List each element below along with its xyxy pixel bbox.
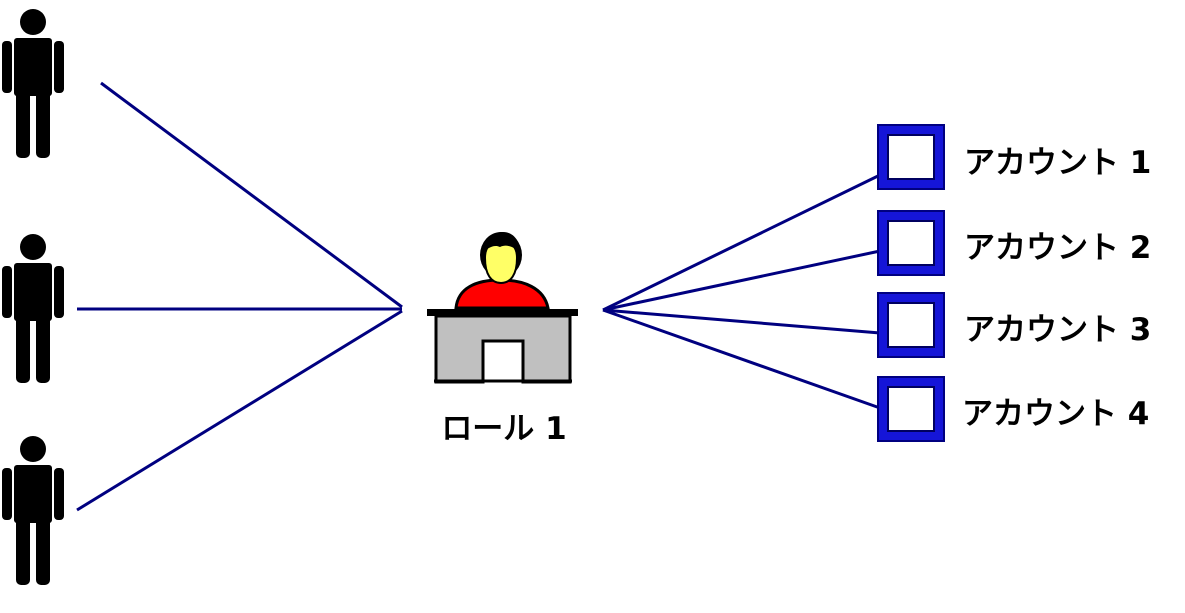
account-box-icon [877, 210, 945, 276]
connector-user-3 [76, 309, 403, 512]
user-connectors [76, 81, 403, 512]
role-figure [427, 232, 578, 384]
connector-account-1 [602, 173, 881, 312]
account-item-2: アカウント 2 [877, 210, 1151, 276]
role-label: ロール 1 [441, 411, 566, 447]
account-label-1: アカウント 1 [964, 145, 1151, 181]
account-box-icon [877, 124, 945, 190]
account-item-1: アカウント 1 [877, 124, 1151, 190]
connector-account-2 [602, 249, 881, 312]
account-label-4: アカウント 4 [962, 396, 1149, 432]
person-icon [2, 234, 64, 383]
connector-account-3 [602, 308, 881, 335]
user-figure-1 [2, 9, 64, 158]
account-item-4: アカウント 4 [877, 376, 1149, 442]
account-label-2: アカウント 2 [964, 230, 1151, 266]
user-figure-2 [2, 234, 64, 383]
account-item-3: アカウント 3 [877, 292, 1151, 358]
connector-user-1 [100, 81, 403, 309]
desk-icon [427, 309, 578, 384]
role-person-icon [454, 232, 550, 310]
account-box-icon [877, 292, 945, 358]
account-box-icon [877, 376, 945, 442]
account-connectors [602, 173, 881, 410]
account-label-3: アカウント 3 [964, 312, 1151, 348]
user-figure-3 [2, 436, 64, 585]
person-icon [2, 9, 64, 158]
person-icon [2, 436, 64, 585]
connector-account-4 [602, 308, 881, 410]
